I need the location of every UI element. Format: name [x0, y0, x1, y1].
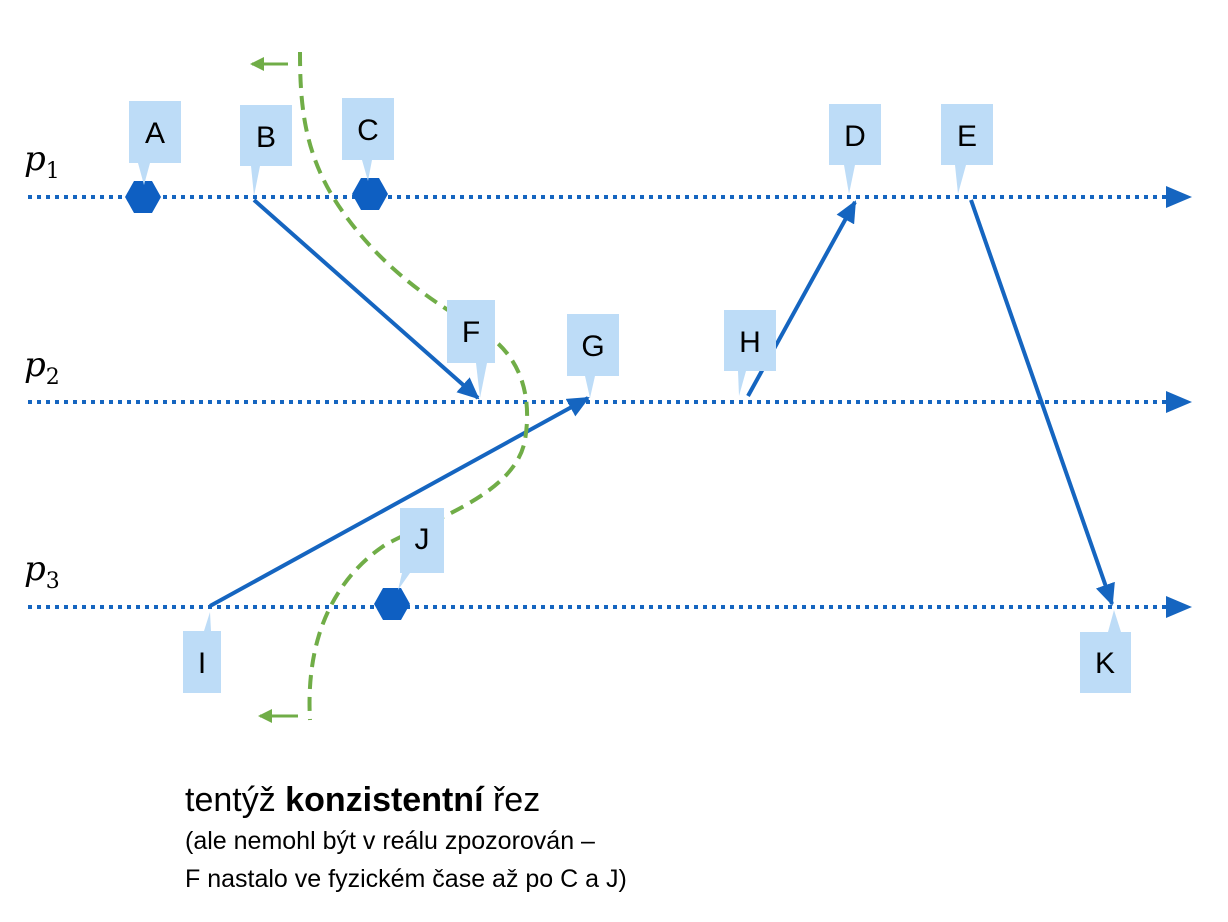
hexagon-event-marker-icon	[125, 181, 161, 213]
process-label-p2: p2	[24, 345, 60, 390]
svg-text:K: K	[1095, 647, 1115, 680]
timeline-p1	[28, 186, 1192, 208]
message-e-to-k	[969, 199, 1115, 606]
arrow-right-icon	[1166, 596, 1192, 618]
message-b-to-f	[252, 198, 480, 400]
event-label-c: C	[342, 98, 394, 181]
svg-text:F: F	[462, 316, 480, 349]
hexagon-event-marker-icon	[374, 588, 410, 620]
event-label-g: G	[567, 314, 619, 398]
process-label-p3: p3	[24, 549, 60, 594]
svg-text:C: C	[357, 114, 379, 147]
event-label-k: K	[1080, 610, 1131, 693]
svg-text:D: D	[844, 120, 866, 153]
caption-line-3: F nastalo ve fyzickém čase až po C a J)	[185, 865, 627, 893]
event-label-h: H	[724, 310, 776, 396]
hexagon-event-marker-icon	[352, 178, 388, 210]
cut-line	[298, 51, 530, 721]
event-label-b: B	[240, 105, 292, 196]
arrow-right-icon	[1166, 391, 1192, 413]
svg-text:I: I	[198, 647, 206, 680]
svg-text:J: J	[415, 523, 430, 556]
event-label-d: D	[829, 104, 881, 194]
timeline-p2	[28, 391, 1192, 413]
svg-text:B: B	[256, 121, 276, 154]
caption: tentýž konzistentní řez (ale nemohl být …	[185, 778, 627, 898]
event-label-j: J	[398, 508, 444, 590]
caption-line-2: (ale nemohl být v reálu zpozorován –	[185, 827, 595, 855]
event-label-f: F	[447, 300, 495, 398]
event-label-i: I	[183, 612, 221, 693]
process-label-p1: p1	[24, 139, 60, 184]
svg-text:H: H	[739, 326, 761, 359]
event-label-e: E	[941, 104, 993, 194]
event-label-a: A	[129, 101, 181, 185]
svg-text:E: E	[957, 120, 977, 153]
svg-text:A: A	[145, 117, 165, 150]
svg-text:G: G	[581, 330, 604, 363]
arrow-right-icon	[1166, 186, 1192, 208]
caption-bold-term: konzistentní	[285, 781, 484, 819]
timeline-p3	[28, 596, 1192, 618]
caption-title: tentýž konzistentní řez	[185, 781, 541, 819]
message-i-to-g	[209, 396, 590, 608]
